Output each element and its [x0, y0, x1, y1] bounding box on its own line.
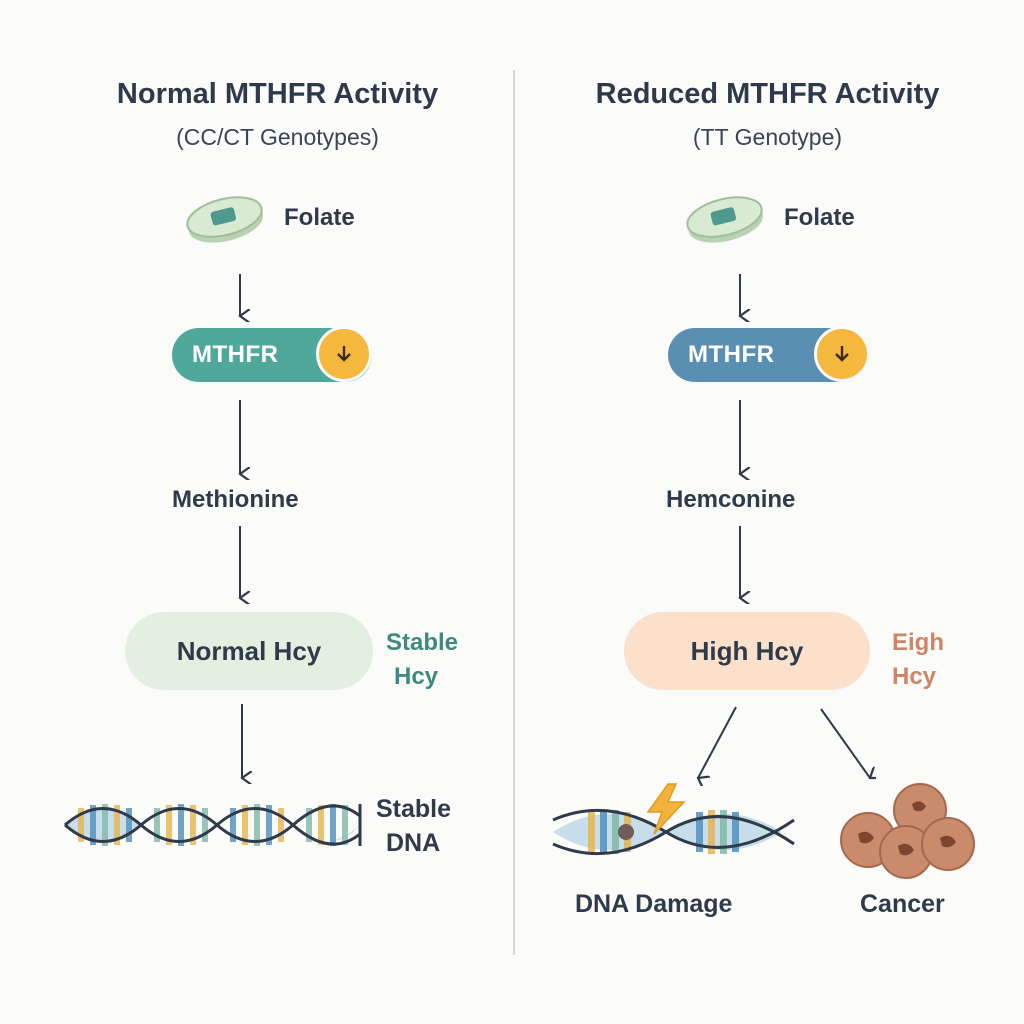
left-enzyme-badge [316, 326, 372, 382]
dna-helix-icon [552, 808, 795, 856]
left-title: Normal MTHFR Activity [116, 78, 439, 110]
left-subtitle: (CC/CT Genotypes) [176, 124, 379, 150]
lightning-icon [646, 783, 686, 835]
left-dna-note-line1: Stable [376, 795, 452, 823]
down-arrow-icon [730, 526, 750, 604]
right-hcy-note-line2: Hcy [892, 663, 937, 690]
down-arrow-icon [337, 346, 351, 362]
cancer-cells-icon [840, 783, 975, 879]
down-arrow-icon [230, 526, 250, 604]
left-hcy-pill: Normal Hcy [125, 612, 373, 690]
right-folate-label: Folate [784, 204, 855, 231]
right-title: Reduced MTHFR Activity [595, 78, 940, 110]
right-subtitle: (TT Genotype) [692, 124, 843, 150]
left-folate-label: Folate [284, 204, 355, 231]
right-product-label: Hemconine [666, 486, 796, 513]
left-dna-note-line2: DNA [386, 829, 441, 857]
dna-helix-icon [64, 804, 362, 846]
down-arrow-icon [730, 274, 750, 322]
down-arrow-icon [820, 708, 876, 786]
right-enzyme-badge [814, 326, 870, 382]
right-hcy-note: Eigh Hcy [892, 626, 944, 694]
right-hcy-note-line1: Eigh [892, 629, 944, 656]
down-arrow-icon [688, 706, 737, 786]
right-hcy-pill: High Hcy [624, 612, 870, 690]
column-divider [513, 70, 515, 955]
left-enzyme-label: MTHFR [192, 341, 279, 368]
down-arrow-icon [730, 400, 750, 480]
down-arrow-icon [230, 400, 250, 480]
down-arrow-icon [232, 704, 252, 784]
folate-pill-icon [686, 196, 764, 243]
left-product-label: Methionine [172, 486, 299, 513]
dna-damage-label: DNA Damage [575, 890, 733, 918]
folate-pill-icon [186, 196, 264, 243]
left-hcy-note-line2: Hcy [394, 663, 439, 690]
down-arrow-icon [230, 274, 250, 322]
cancer-label: Cancer [860, 890, 945, 918]
left-hcy-note: Stable Hcy [386, 626, 458, 694]
down-arrow-icon [835, 346, 849, 362]
left-dna-note: Stable DNA [376, 792, 451, 860]
left-hcy-note-line1: Stable [386, 629, 459, 656]
right-enzyme-label: MTHFR [688, 341, 775, 368]
